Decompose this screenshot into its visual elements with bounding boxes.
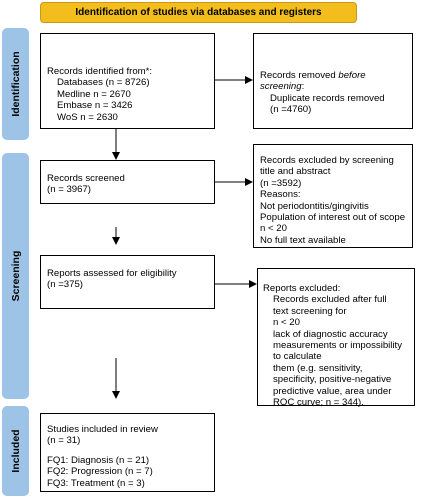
studies-included-title: Studies included in review (47, 424, 158, 435)
records-identified-title: Records identified from*: (47, 66, 153, 77)
reason-2: Population of interest out of scope (260, 212, 406, 224)
reports-excluded-line-1: Records excluded after full (273, 294, 387, 306)
reason-3: n < 20 (260, 223, 287, 235)
databases-count: Databases (n = 8726) (57, 77, 150, 89)
reason-1: Not periodontitis/gingivitis (260, 200, 369, 212)
reports-excluded-title: Reports excluded: (263, 283, 341, 294)
wos-count: WoS n = 2630 (57, 111, 118, 123)
medline-count: Medline n = 2670 (57, 88, 131, 100)
studies-included-box: Studies included in review (n = 31) FQ1:… (40, 413, 215, 492)
duplicates-count: (n =4760) (270, 104, 312, 116)
reports-excluded-line-10: ROC curve; n = 344). (273, 397, 364, 409)
reports-excluded-line-4: lack of diagnostic accuracy (273, 328, 388, 340)
reports-excluded-line-7: them (e.g. sensitivity, (273, 362, 363, 374)
reports-excluded-line-5: measurements or impossibility (273, 340, 403, 352)
embase-count: Embase n = 3426 (57, 100, 133, 112)
reports-excluded-line-9: predictive value, area under (273, 385, 392, 397)
eligibility-title: Reports assessed for eligibility (47, 268, 177, 279)
fq1-diagnosis: FQ1: Diagnosis (n = 21) (47, 454, 150, 466)
reports-excluded-line-8: specificity, positive-negative (273, 374, 392, 386)
records-removed-title-2: screening: (260, 81, 412, 92)
removed-title-italic-2: screening (260, 81, 302, 93)
fq3-treatment: FQ3: Treatment (n = 3) (47, 477, 145, 489)
reports-excluded-line-6: to calculate (273, 351, 322, 363)
eligibility-count: (n =375) (47, 279, 83, 291)
stage-included: Included (2, 406, 29, 496)
records-removed-title: Records removed before (260, 70, 412, 81)
records-identified-box: Records identified from*: Databases (n =… (40, 33, 215, 129)
records-screened-box: Records screened (n = 3967) (40, 160, 215, 204)
header-banner: Identification of studies via databases … (40, 2, 357, 23)
fq2-progression: FQ2: Progression (n = 7) (47, 466, 153, 478)
removed-title-colon: : (301, 81, 305, 93)
stage-screening: Screening (2, 153, 29, 399)
stage-identification: Identification (2, 28, 29, 140)
records-excluded-box: Records excluded by screening title and … (253, 144, 413, 248)
excluded-line-2: title and abstract (260, 166, 331, 178)
records-removed-box: Records removed before screening: Duplic… (253, 33, 413, 129)
excluded-count: (n =3592) (260, 177, 302, 189)
records-screened-count: (n = 3967) (47, 184, 92, 196)
reports-excluded-box: Reports excluded: Records excluded after… (257, 268, 415, 409)
reports-excluded-line-2: text screening for (273, 305, 347, 317)
removed-title-italic: before (338, 70, 366, 81)
removed-title-text: Records removed (260, 70, 339, 81)
eligibility-box: Reports assessed for eligibility (n =375… (40, 255, 215, 309)
duplicates-removed: Duplicate records removed (270, 92, 385, 104)
reason-4: No full text available (260, 234, 346, 246)
reports-excluded-line-3: n < 20 (273, 317, 300, 329)
studies-included-count: (n = 31) (47, 435, 81, 447)
reasons-label: Reasons: (260, 189, 301, 201)
records-screened-title: Records screened (47, 173, 125, 184)
excluded-line-1: Records excluded by screening (260, 155, 394, 166)
